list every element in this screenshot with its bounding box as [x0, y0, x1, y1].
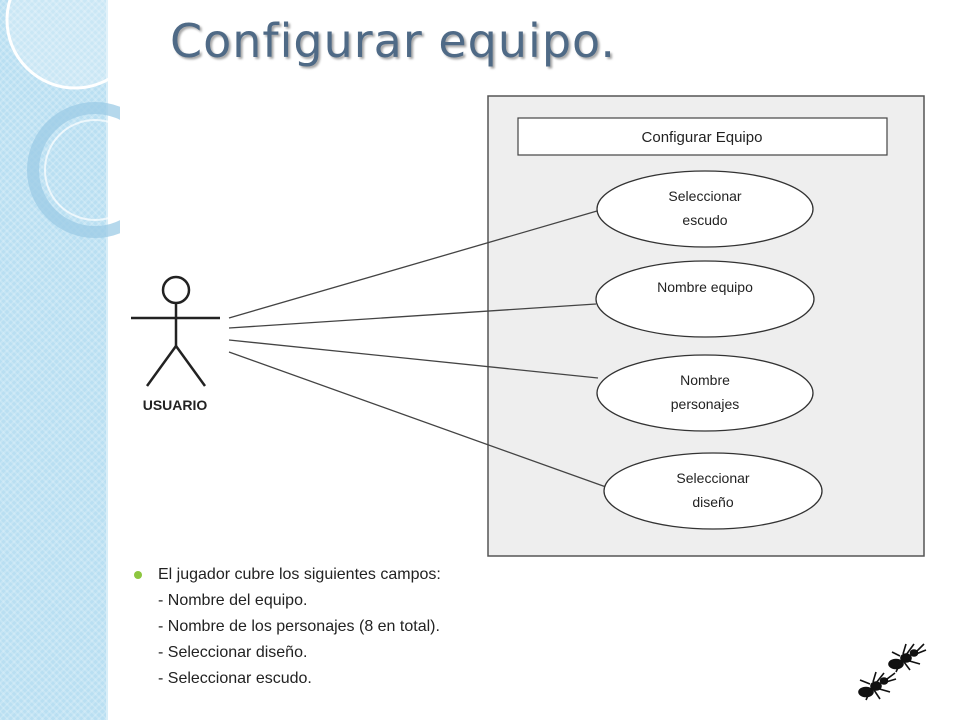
bullet-item: El jugador cubre los siguientes campos:	[134, 562, 774, 588]
use-case-label: diseño	[692, 494, 733, 510]
actor-figure	[131, 275, 220, 387]
use-case-2: Nombre equipo	[595, 260, 815, 338]
slide-title: Configurar equipo.	[170, 14, 616, 68]
association-line	[228, 210, 598, 319]
use-case-label: Seleccionar	[676, 470, 749, 486]
notes-block: El jugador cubre los siguientes campos: …	[134, 562, 774, 692]
notes-item: - Seleccionar escudo.	[158, 670, 312, 687]
use-case-label: Seleccionar	[668, 188, 741, 204]
ants-decoration-icon	[858, 643, 927, 701]
association-line	[228, 303, 597, 329]
bullet-dot-icon	[134, 571, 142, 579]
notes-intro: El jugador cubre los siguientes campos:	[158, 566, 441, 583]
notes-item: - Nombre del equipo.	[158, 592, 308, 609]
use-case-1: Seleccionar escudo	[596, 170, 814, 248]
use-case-label: escudo	[682, 212, 727, 228]
use-case-label: Nombre equipo	[657, 279, 753, 295]
decorative-circles	[5, 0, 120, 238]
association-line	[228, 351, 607, 488]
system-name: Configurar Equipo	[642, 129, 763, 146]
associations	[228, 210, 607, 488]
actor-label: USUARIO	[143, 397, 208, 413]
use-case-4: Seleccionar diseño	[603, 452, 823, 530]
system-name-box	[517, 117, 888, 156]
association-line	[228, 339, 599, 379]
notes-item: - Seleccionar diseño.	[158, 644, 308, 661]
use-case-label: Nombre	[680, 372, 730, 388]
notes-item: - Nombre de los personajes (8 en total).	[158, 618, 440, 635]
use-case-3: Nombre personajes	[596, 354, 814, 432]
use-case-label: personajes	[671, 396, 740, 412]
